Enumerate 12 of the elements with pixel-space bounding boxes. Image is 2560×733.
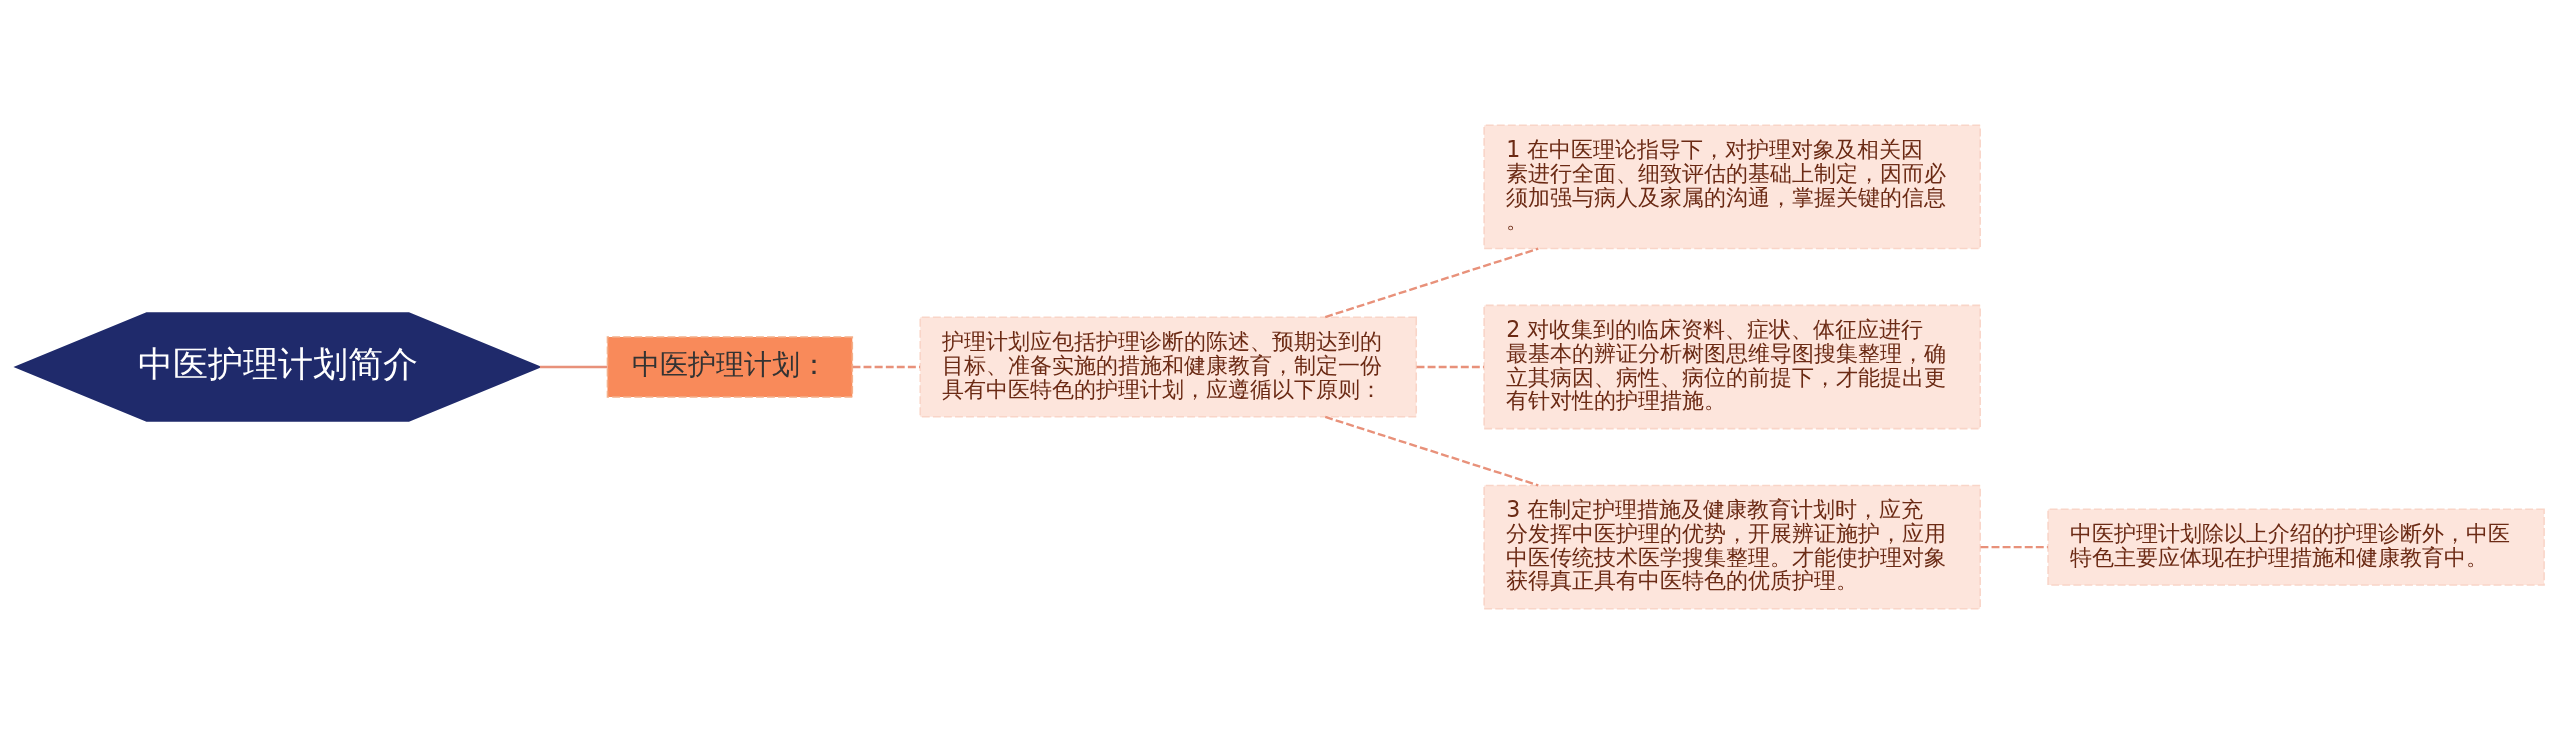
connector: [1980, 545, 2048, 548]
connector: [1416, 365, 1484, 368]
connector: [1324, 415, 1539, 486]
node-box: 中医护理计划：: [606, 335, 854, 398]
node-box: 1 在中医理论指导下，对护理对象及相关因素进行全面、细致评估的基础上制定，因而必须加强与病人及家属的沟通，掌握关键的信息。: [1483, 124, 1981, 249]
connector: [1324, 247, 1539, 318]
node-box: 中医护理计划除以上介绍的护理诊断外，中医特色主要应体现在护理措施和健康教育中。: [2047, 507, 2545, 586]
node-box: 护理计划应包括护理诊断的陈述、预期达到的目标、准备实施的措施和健康教育，制定一份具有中医特色的护理计划，应遵循以下原则：: [919, 315, 1418, 418]
node-box: 2 对收集到的临床资料、症状、体征应进行最基本的辨证分析树图思维导图搜集整理，确立其病因、病性、病位的前提下，才能提出更有针对性的护理措施。: [1483, 304, 1981, 429]
connector: [539, 365, 608, 368]
node-box: 3 在制定护理措施及健康教育计划时，应充分发挥中医护理的优势，开展辨证施护，应用中医传统技术医学搜集整理。才能使护理对象获得真正具有中医特色的优质护理。: [1483, 484, 1981, 609]
connector: [852, 365, 920, 368]
